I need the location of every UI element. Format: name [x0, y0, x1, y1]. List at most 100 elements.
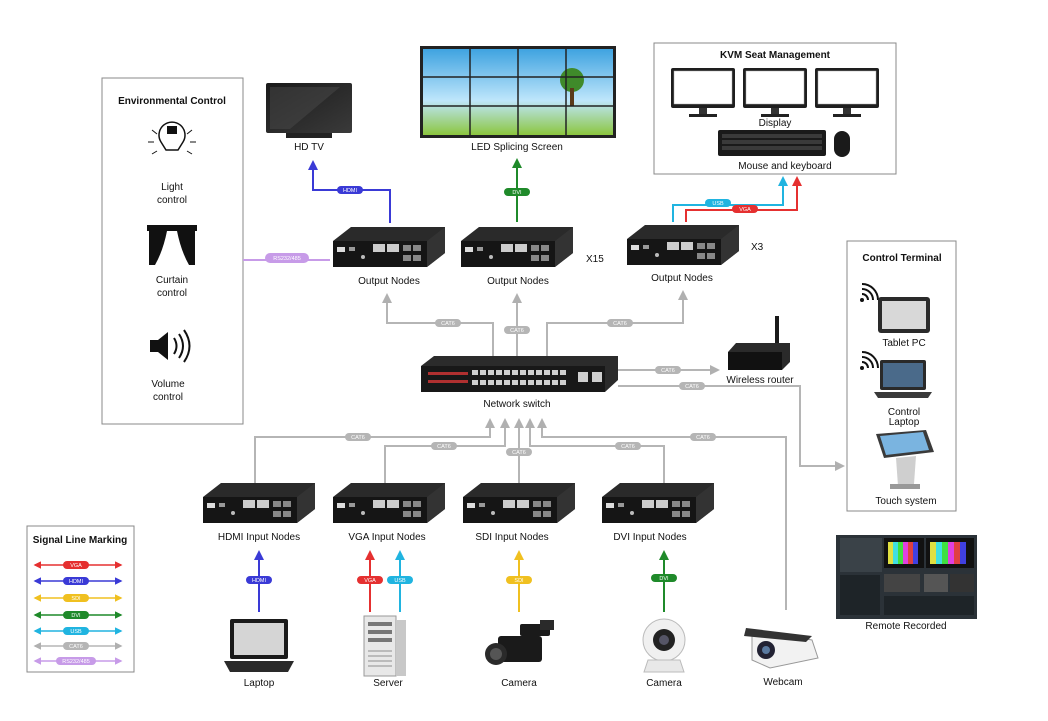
wifi-icon-2 — [860, 351, 879, 370]
cat6-pill-in2: CAT6 — [431, 442, 457, 450]
volume-label-1: Volume — [151, 379, 185, 390]
svg-text:VGA: VGA — [739, 207, 751, 213]
input-label-dvi: DVI Input Nodes — [613, 532, 686, 543]
recording-software-screenshot — [836, 535, 977, 619]
svg-text:CAT6: CAT6 — [69, 644, 83, 650]
wifi-icon-1 — [860, 283, 879, 302]
legend-row-usb: USB — [33, 627, 123, 635]
camera1-label: Camera — [501, 678, 537, 689]
webcam-label: Webcam — [763, 677, 802, 688]
camera2-label: Camera — [646, 678, 682, 689]
hdmi-pill-tv: HDMI — [337, 186, 363, 194]
output-node-1 — [333, 227, 445, 267]
vga-pill-server: VGA — [357, 576, 383, 584]
speaker-icon — [150, 329, 191, 363]
mouse-icon — [834, 131, 850, 157]
svg-text:CAT6: CAT6 — [613, 321, 627, 327]
cat6-pill-out2: CAT6 — [504, 326, 530, 334]
svg-text:USB: USB — [70, 629, 82, 635]
input-node-hdmi — [203, 483, 315, 523]
hdmi-pill-laptop: HDMI — [246, 576, 272, 584]
env-title: Environmental Control — [118, 96, 226, 107]
light-label-2: control — [157, 195, 187, 206]
bulb-icon — [148, 121, 196, 155]
cat6-pill-in3: CAT6 — [506, 448, 532, 456]
server-label: Server — [373, 678, 403, 689]
cat6-pill-webcam: CAT6 — [690, 433, 716, 441]
svg-text:CAT6: CAT6 — [441, 321, 455, 327]
x15-label: X15 — [586, 254, 604, 265]
output-node-3 — [627, 225, 739, 265]
svg-text:USB: USB — [712, 201, 724, 207]
control-laptop-icon — [874, 360, 932, 398]
tablet-label: Tablet PC — [882, 338, 925, 349]
legend-row-vga: VGA — [33, 561, 123, 569]
output-node-2 — [461, 227, 573, 267]
svg-text:CAT6: CAT6 — [351, 435, 365, 441]
tablet-icon — [878, 297, 930, 333]
touch-label: Touch system — [875, 496, 936, 507]
output-label-3: Output Nodes — [651, 273, 713, 284]
laptop-label: Laptop — [244, 678, 275, 689]
usb-pill: USB — [705, 199, 731, 207]
input-node-vga — [333, 483, 445, 523]
mouse-keyboard-label: Mouse and keyboard — [738, 161, 831, 172]
curtain-label-2: control — [157, 288, 187, 299]
env-control-box — [101, 77, 244, 425]
input-node-dvi — [602, 483, 714, 523]
server-icon — [363, 615, 406, 677]
dvi-pill-led: DVI — [504, 188, 530, 196]
x3-label: X3 — [751, 242, 764, 253]
dvi-pill-camera: DVI — [651, 574, 677, 582]
router-icon — [728, 316, 790, 370]
hdtv-icon — [266, 83, 352, 138]
sdi-pill-camera: SDI — [506, 576, 532, 584]
cat6-pill-out3: CAT6 — [607, 319, 633, 327]
led-label: LED Splicing Screen — [471, 142, 563, 153]
web-camera-icon — [642, 618, 686, 673]
svg-text:CAT6: CAT6 — [621, 444, 635, 450]
hdtv-label: HD TV — [294, 142, 324, 153]
led-wall-icon — [420, 46, 616, 138]
legend-row-dvi: DVI — [33, 611, 123, 619]
kvm-title: KVM Seat Management — [720, 50, 831, 61]
display-label: Display — [759, 118, 792, 129]
output-label-2: Output Nodes — [487, 276, 549, 287]
svg-text:CAT6: CAT6 — [512, 450, 526, 456]
vga-link-kvm — [685, 176, 802, 222]
cat6-link-webcam — [537, 418, 787, 610]
output-label-1: Output Nodes — [358, 276, 420, 287]
svg-text:VGA: VGA — [70, 563, 82, 569]
input-label-hdmi: HDMI Input Nodes — [218, 532, 300, 543]
terminal-title: Control Terminal — [862, 253, 941, 264]
cat6-link-in1 — [254, 418, 495, 486]
svg-text:SDI: SDI — [71, 596, 81, 602]
svg-text:RS232/485: RS232/485 — [62, 659, 90, 665]
input-label-sdi: SDI Input Nodes — [475, 532, 548, 543]
svg-text:HDMI: HDMI — [69, 579, 84, 585]
switch-label: Network switch — [483, 399, 550, 410]
router-label: Wireless router — [726, 375, 794, 386]
bullet-camera-icon — [744, 628, 819, 669]
volume-label-2: control — [153, 392, 183, 403]
laptop-icon — [224, 619, 294, 672]
cat6-pill-out1: CAT6 — [435, 319, 461, 327]
svg-text:DVI: DVI — [512, 190, 522, 196]
legend-row-rs232: RS232/485 — [33, 657, 123, 665]
touch-kiosk-icon — [876, 430, 934, 489]
svg-text:CAT6: CAT6 — [696, 435, 710, 441]
svg-text:CAT6: CAT6 — [661, 368, 675, 374]
legend-row-sdi: SDI — [33, 594, 123, 602]
legend-title: Signal Line Marking — [33, 535, 127, 546]
remote-label: Remote Recorded — [865, 621, 946, 632]
vga-pill-kvm: VGA — [732, 205, 758, 213]
video-camera-icon — [485, 620, 554, 665]
cat6-pill-router: CAT6 — [655, 366, 681, 374]
input-node-sdi — [463, 483, 575, 523]
svg-text:VGA: VGA — [364, 578, 376, 584]
svg-text:RS232/485: RS232/485 — [273, 256, 301, 262]
cat6-pill-in1: CAT6 — [345, 433, 371, 441]
curtain-label-1: Curtain — [156, 275, 188, 286]
light-label-1: Light — [161, 182, 183, 193]
